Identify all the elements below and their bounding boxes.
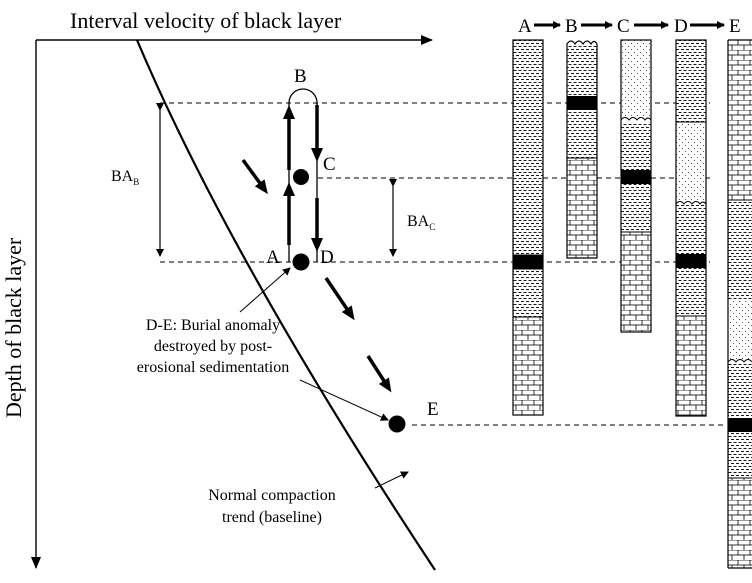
- de-annotation-line2: destroyed by post-: [154, 338, 272, 355]
- strat-column-c: [620, 39, 652, 333]
- de-pointer-to-e: [299, 379, 389, 421]
- uplift-burial-loop: [288, 88, 318, 262]
- seq-step-c: C: [617, 16, 630, 37]
- point-e-label: E: [427, 399, 439, 420]
- compaction-trend-curve: [135, 39, 436, 571]
- strat-column-a: [512, 39, 544, 416]
- curve-arrow-burial-3: [366, 355, 392, 393]
- x-axis-label: Interval velocity of black layer: [70, 8, 342, 33]
- strat-column-e: [727, 39, 752, 569]
- de-pointer-to-d: [239, 267, 291, 313]
- point-a-label: A: [266, 247, 280, 268]
- point-a-d-marker: [292, 253, 310, 271]
- ba-b-label: BAB: [111, 168, 139, 187]
- seq-step-a: A: [518, 16, 532, 37]
- de-annotation-line1: D-E: Burial anomaly: [146, 317, 280, 334]
- baseline-annotation-line1: Normal compaction: [208, 487, 336, 504]
- ba-c-label: BAC: [407, 213, 435, 232]
- seq-step-e: E: [729, 16, 741, 37]
- curve-arrow-burial-2: [324, 277, 355, 321]
- seq-step-d: D: [674, 16, 688, 37]
- point-c-marker: [293, 169, 309, 185]
- seq-step-b: B: [565, 16, 578, 37]
- baseline-pointer: [374, 471, 409, 489]
- point-b-label: B: [294, 66, 307, 87]
- strat-column-b: [566, 40, 598, 259]
- point-d-label: D: [320, 247, 334, 268]
- curve-arrow-burial-1: [241, 158, 268, 195]
- y-axis-label: Depth of black layer: [1, 237, 26, 418]
- strat-column-d: [675, 39, 707, 417]
- point-c-label: C: [323, 154, 336, 175]
- baseline-annotation-line2: trend (baseline): [222, 509, 322, 526]
- de-annotation-line3: erosional sedimentation: [137, 359, 289, 376]
- point-e-marker: [388, 415, 406, 433]
